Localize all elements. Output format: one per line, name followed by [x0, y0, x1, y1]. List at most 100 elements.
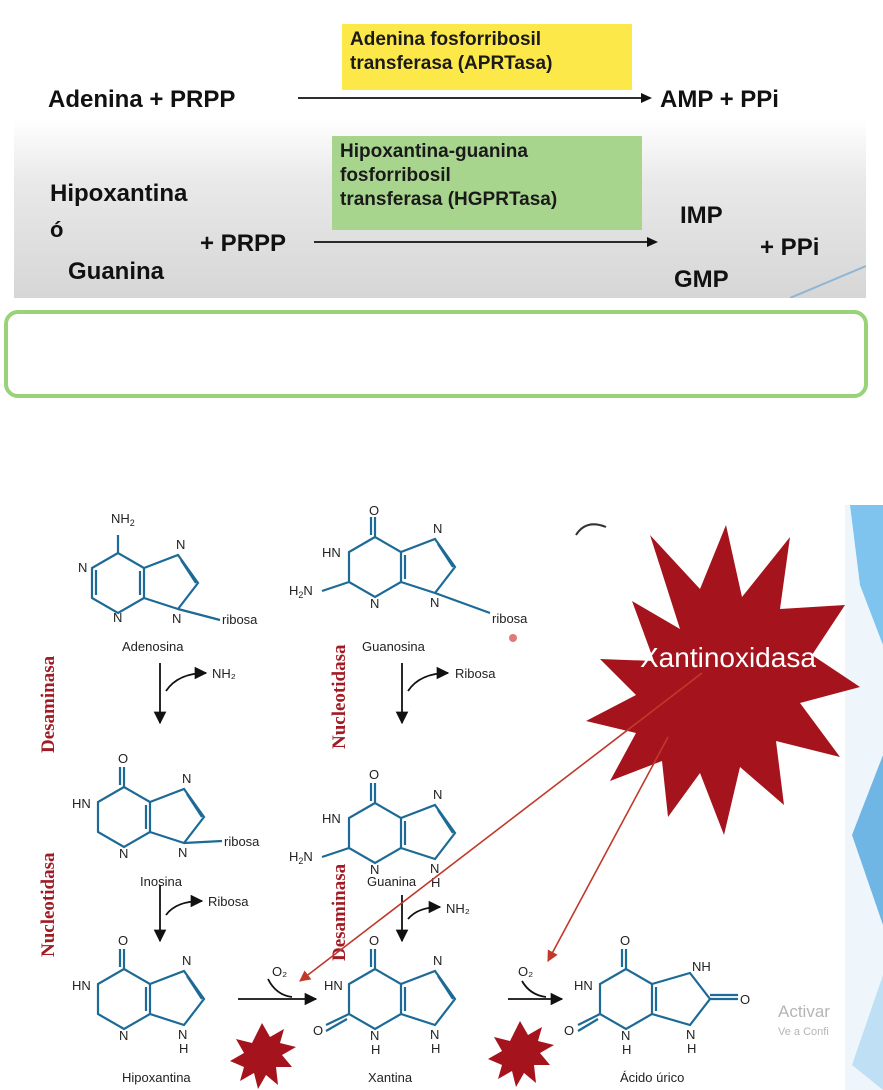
svg-text:O: O [369, 933, 379, 948]
label-adenosina: Adenosina [122, 639, 184, 654]
svg-text:N: N [430, 595, 439, 610]
svg-text:H2N: H2N [289, 849, 313, 866]
reaction1-arrow [298, 93, 652, 103]
reaction2-substrate-guanina: Guanina [68, 258, 165, 285]
structure-xantina: O HN O N H N N H [313, 933, 457, 1057]
logo-fragment [575, 523, 607, 536]
adenosina-ribosa-label: ribosa [222, 612, 258, 627]
enzyme-desaminasa-1: Desaminasa [38, 655, 59, 753]
svg-text:H2N: H2N [289, 583, 313, 600]
svg-text:N: N [176, 537, 185, 552]
svg-text:N: N [370, 596, 379, 611]
xantinoxidasa-starburst: Xantinoxidasa [586, 525, 860, 835]
enzyme-hgprtasa-line1: Hipoxantina-guanina [340, 141, 528, 162]
svg-text:O: O [369, 767, 379, 782]
structure-acido-urico: O HN O N H NH N H O [564, 933, 750, 1057]
svg-text:N: N [433, 953, 442, 968]
enzyme-hgprtasa-line3: transferasa (HGPRTasa) [340, 189, 558, 210]
structure-inosina: O HN N N N ribosa [72, 751, 260, 861]
svg-text:H: H [371, 1042, 380, 1057]
svg-text:O: O [118, 933, 128, 948]
svg-text:N: N [686, 1027, 695, 1042]
svg-text:H: H [431, 1041, 440, 1056]
xo-arrow-to-step2 [547, 736, 669, 962]
svg-text:HN: HN [324, 978, 343, 993]
svg-text:N: N [430, 861, 439, 876]
decorative-stripe [790, 265, 866, 298]
svg-text:H: H [431, 875, 440, 890]
reaction2-plus-ppi: + PPi [760, 234, 820, 261]
activation-watermark-line2: Ve a Confi [778, 1026, 829, 1038]
svg-text:HN: HN [72, 796, 91, 811]
reaction2-arrow [314, 237, 658, 247]
guanosina-ribosa-label: ribosa [492, 611, 528, 626]
enzyme-hgprtasa-line2: fosforribosil [340, 165, 451, 186]
reaction1-substrates: Adenina + PRPP [48, 86, 236, 113]
svg-text:N: N [182, 771, 191, 786]
svg-text:N: N [621, 1028, 630, 1043]
reaction2-substrate-hipoxantina: Hipoxantina [50, 180, 188, 207]
svg-text:N: N [172, 611, 181, 626]
o2-label-1: O₂ [272, 964, 287, 979]
svg-text:N: N [182, 953, 191, 968]
structure-guanina: O HN H2N N N N H [289, 767, 457, 890]
enzyme-nucleotidasa-2: Nucleotidasa [38, 852, 59, 957]
released-ribosa-1: Ribosa [455, 666, 496, 681]
svg-text:N: N [433, 787, 442, 802]
svg-text:N: N [433, 521, 442, 536]
enzyme-aprtasa-line2: transferasa (APRTasa) [350, 53, 553, 74]
svg-text:N: N [370, 1028, 379, 1043]
label-acido-urico: Ácido úrico [620, 1070, 684, 1085]
svg-text:O: O [564, 1023, 574, 1038]
reaction2-product-imp: IMP [680, 202, 723, 229]
released-nh2-2: NH₂ [446, 901, 470, 916]
svg-text:NH2: NH2 [111, 511, 135, 528]
svg-text:N: N [178, 845, 187, 860]
svg-text:N: N [370, 862, 379, 877]
enzyme-nucleotidasa-1: Nucleotidasa [329, 644, 350, 749]
label-guanosina: Guanosina [362, 639, 426, 654]
released-ribosa-2: Ribosa [208, 894, 249, 909]
svg-text:N: N [78, 560, 87, 575]
enzyme-box-aprtasa: Adenina fosforribosil transferasa (APRTa… [342, 24, 632, 90]
svg-text:O: O [740, 992, 750, 1007]
enzyme-box-hgprtasa: Hipoxantina-guanina fosforribosil transf… [332, 136, 642, 230]
starburst-small-2 [488, 1021, 554, 1087]
o2-label-2: O₂ [518, 964, 533, 979]
xantinoxidasa-label: Xantinoxidasa [640, 642, 816, 673]
svg-text:H: H [179, 1041, 188, 1056]
reaction1-products: AMP + PPi [660, 86, 779, 113]
svg-text:HN: HN [574, 978, 593, 993]
svg-text:N: N [113, 610, 122, 625]
starburst-small-1 [230, 1023, 296, 1089]
svg-text:H: H [622, 1042, 631, 1057]
svg-text:H: H [687, 1041, 696, 1056]
svg-text:N: N [119, 846, 128, 861]
purine-degradation-diagram: NH2 N N N N ribosa Adenosina O HN H2N N … [38, 505, 883, 1090]
reaction2-plus-prpp: + PRPP [200, 230, 287, 257]
svg-text:HN: HN [322, 545, 341, 560]
svg-text:O: O [313, 1023, 323, 1038]
svg-text:HN: HN [322, 811, 341, 826]
svg-text:O: O [620, 933, 630, 948]
svg-text:O: O [369, 505, 379, 518]
activation-watermark-line1: Activar [778, 1002, 830, 1021]
xo-arrow-to-step1 [299, 672, 703, 982]
empty-answer-box [4, 310, 868, 398]
structure-adenosina: NH2 N N N N ribosa [78, 511, 258, 627]
released-nh2-1: NH₂ [212, 666, 236, 681]
structure-hipoxantina: O HN N N N H [72, 933, 206, 1056]
svg-text:NH: NH [692, 959, 711, 974]
label-hipoxantina: Hipoxantina [122, 1070, 191, 1085]
label-inosina: Inosina [140, 874, 183, 889]
svg-text:O: O [118, 751, 128, 766]
label-guanina: Guanina [367, 874, 417, 889]
enzyme-aprtasa-line1: Adenina fosforribosil [350, 29, 542, 50]
enzyme-desaminasa-2: Desaminasa [329, 863, 350, 961]
label-xantina: Xantina [368, 1070, 413, 1085]
svg-text:N: N [430, 1027, 439, 1042]
inosina-ribosa-label: ribosa [224, 834, 260, 849]
svg-text:N: N [178, 1027, 187, 1042]
reaction2-or: ó [50, 217, 64, 242]
svg-text:N: N [119, 1028, 128, 1043]
